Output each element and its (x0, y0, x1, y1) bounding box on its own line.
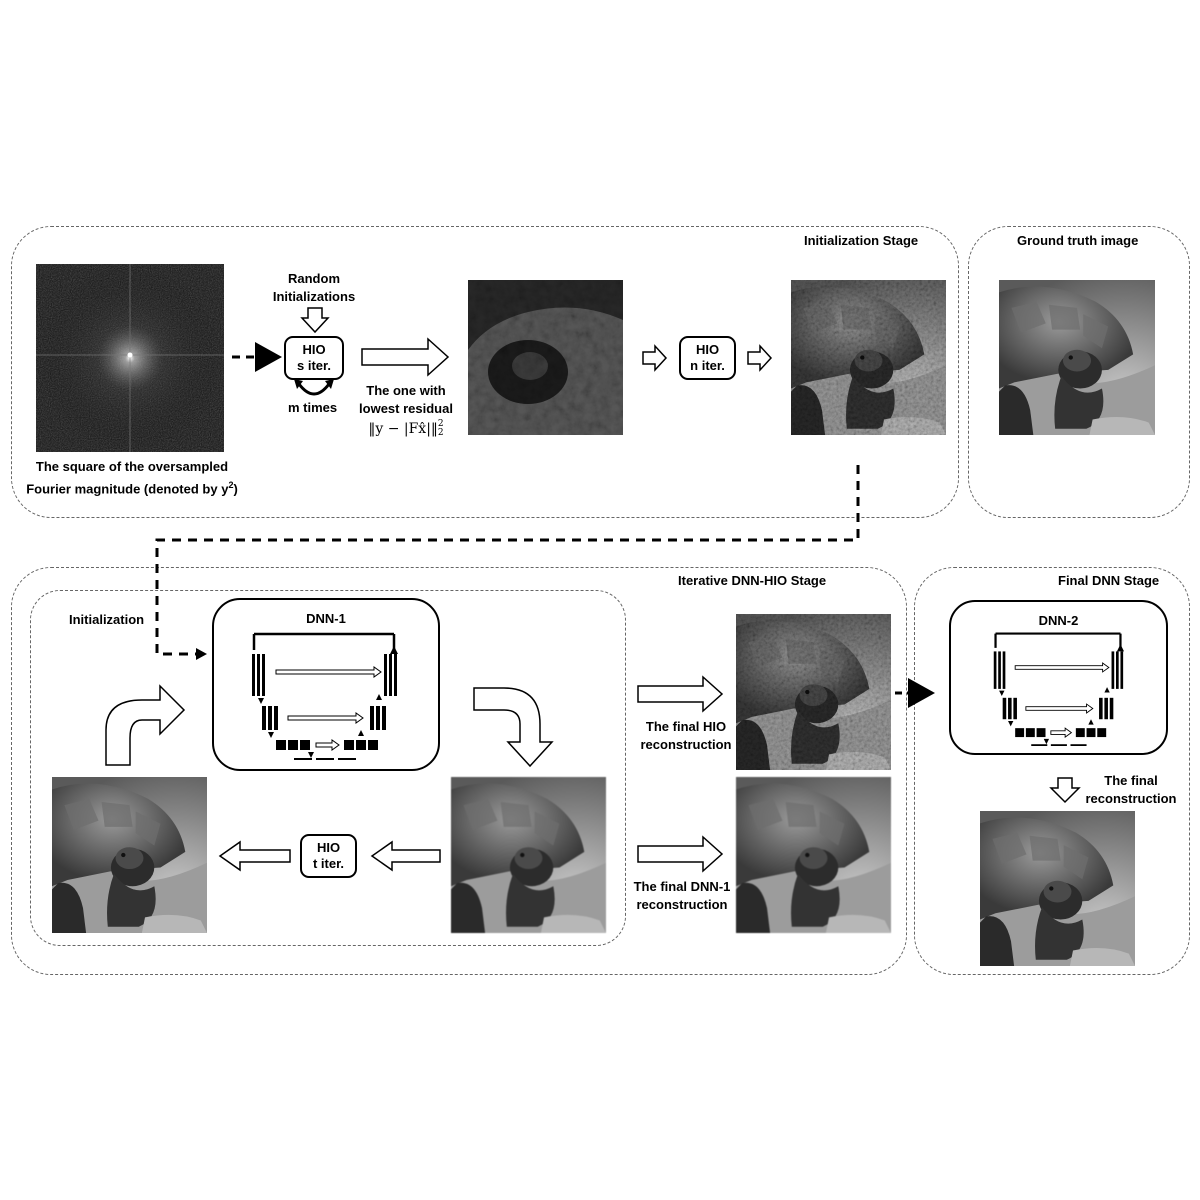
final-dnn1-line1: The final DNN-1 (633, 879, 731, 894)
dnn1-unet-diagram (224, 630, 424, 760)
hio-n-line2: n iter. (690, 358, 725, 373)
ground-truth-title: Ground truth image (1017, 233, 1139, 248)
final-hio-line2: reconstruction (640, 737, 732, 752)
random-initializations-label: Random Initializations (266, 270, 362, 306)
hio-t-line1: HIO (316, 840, 341, 855)
final-dnn-stage-title: Final DNN Stage (1058, 573, 1160, 588)
dnn2-box: DNN-2 (949, 600, 1168, 755)
hio-n-iter-box: HIO n iter. (679, 336, 736, 380)
ground-truth-image (999, 280, 1155, 435)
dnn2-title: DNN-2 (1038, 613, 1079, 628)
final-reconstruction-image (980, 811, 1135, 966)
final-dnn1-label: The final DNN-1 reconstruction (626, 878, 738, 914)
random-init-line1: Random (288, 271, 340, 286)
dnn1-title: DNN-1 (306, 611, 346, 626)
lowest-residual-label: The one with lowest residual ‖y − |Fx̂|‖… (350, 382, 462, 438)
iterative-stage-title: Iterative DNN-HIO Stage (678, 573, 827, 588)
initialization-stage-title: Initialization Stage (804, 233, 919, 248)
dnn2-unet-diagram (963, 630, 1153, 746)
random-init-line2: Initializations (272, 289, 356, 304)
fourier-caption-text: Fourier magnitude (denoted by y (26, 481, 229, 497)
final-dnn1-line2: reconstruction (636, 897, 728, 912)
hio-t-line2: t iter. (312, 856, 345, 871)
fourier-caption: The square of the oversampled Fourier ma… (18, 458, 246, 498)
hio-s-line1: HIO (302, 342, 326, 357)
residual-sup: 2 (437, 419, 444, 429)
init-loop-image (52, 777, 207, 933)
fourier-caption-line1: The square of the oversampled (35, 459, 229, 474)
lowest-line1: The one with (366, 383, 446, 398)
fourier-caption-line2: Fourier magnitude (denoted by y2) (18, 476, 246, 498)
residual-sub: 2 (437, 428, 444, 438)
dnn1-output-image (451, 777, 606, 933)
final-recon-line2: reconstruction (1085, 791, 1177, 806)
ground-truth-panel (968, 226, 1190, 518)
hio-refined-image (791, 280, 946, 435)
lowest-line2: lowest residual (359, 401, 453, 416)
fourier-magnitude-image (36, 264, 224, 452)
final-hio-line1: The final HIO (645, 719, 727, 734)
hio-n-line1: HIO (695, 342, 720, 357)
initialization-sublabel: Initialization (69, 612, 145, 627)
hio-t-iter-box: HIO t iter. (300, 834, 357, 878)
final-recon-line1: The final (1104, 773, 1158, 788)
fourier-caption-end: ) (233, 481, 238, 497)
final-hio-label: The final HIO reconstruction (634, 718, 738, 754)
hio-s-line2: s iter. (297, 358, 331, 373)
m-times-label: m times (288, 400, 338, 415)
final-dnn1-image (736, 777, 891, 933)
hio-initial-image (468, 280, 623, 435)
dnn1-box: DNN-1 (212, 598, 440, 771)
hio-s-iter-box: HIO s iter. (284, 336, 344, 380)
final-dnn-stage-panel (914, 567, 1190, 975)
final-recon-label: The final reconstruction (1078, 772, 1184, 808)
final-hio-image (736, 614, 891, 770)
residual-formula-text: ‖y − |Fx̂|‖ (368, 421, 438, 437)
